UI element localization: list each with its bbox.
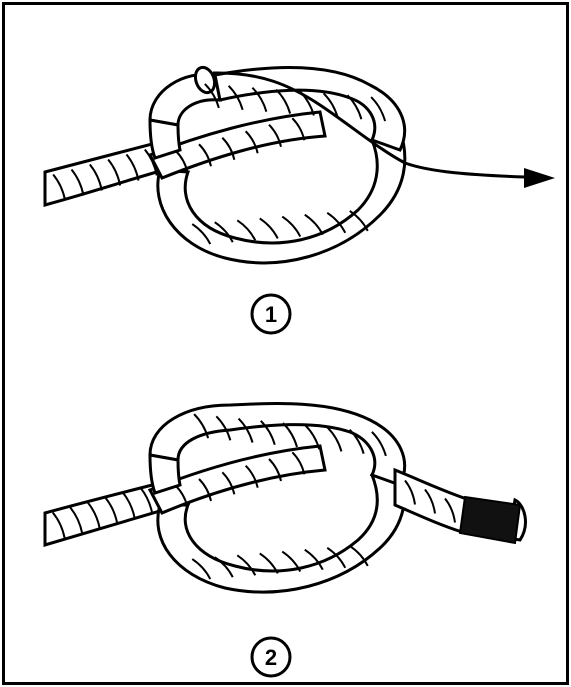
rope-strand-stroke [282,217,300,237]
step-2-whipping [460,497,520,543]
arrow-right-icon [524,168,555,188]
rope-strand-stroke [276,90,290,114]
rope-strand-stroke [305,215,323,235]
step-2-illustration [45,404,525,593]
step-2-label: 2 [252,638,290,676]
step-1-number: 1 [265,302,277,327]
step-1-illustration [45,65,555,263]
rope-strand-stroke [327,427,341,451]
step-2-number: 2 [265,645,277,670]
rope-strand-stroke [237,220,255,240]
step-1-label: 1 [252,295,290,333]
rope-strand-stroke [283,423,297,447]
rope-strand-stroke [260,218,278,238]
